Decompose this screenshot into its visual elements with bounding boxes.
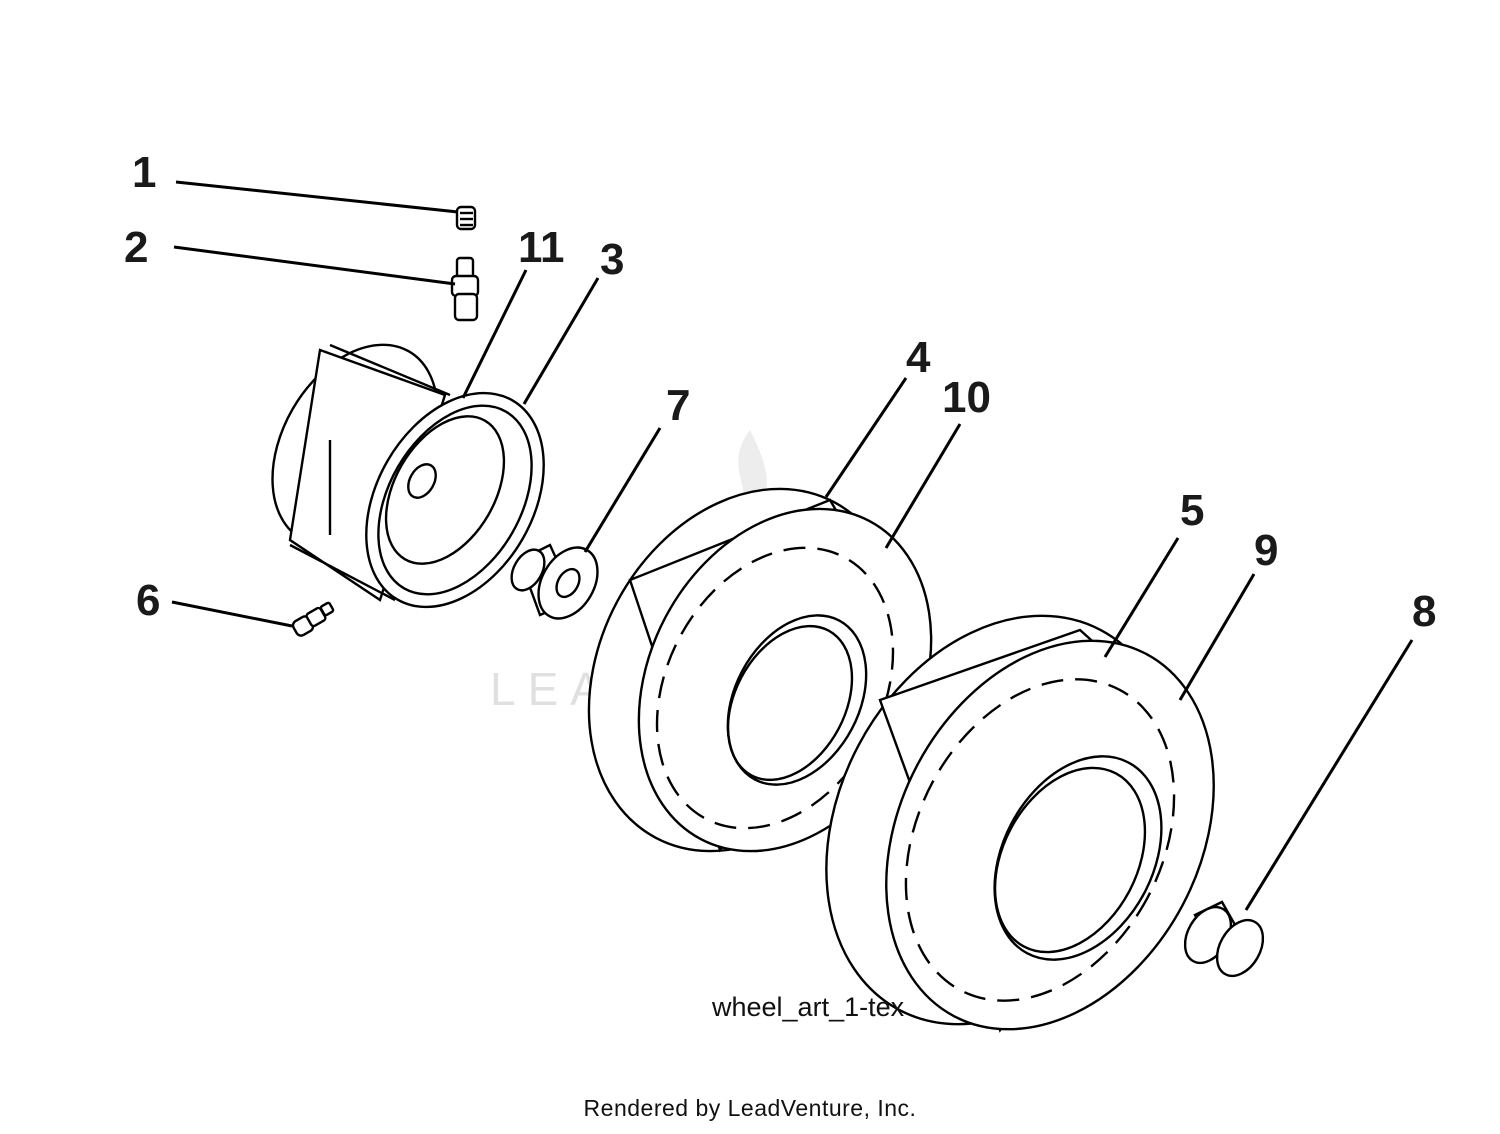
grease-fitting-part[interactable]: [291, 601, 335, 637]
callout-1[interactable]: 1: [132, 148, 156, 197]
render-credit: Rendered by LeadVenture, Inc.: [583, 1095, 917, 1121]
valve-cap-part[interactable]: [455, 205, 477, 231]
callout-4[interactable]: 4: [906, 333, 931, 382]
diagram-caption: wheel_art_1-tex: [712, 992, 905, 1022]
callout-10[interactable]: 10: [942, 373, 991, 422]
bushing-part[interactable]: [505, 537, 610, 629]
callout-labels: 1 2 3 4 5 6 7 8 9 10 11: [124, 148, 1436, 636]
callout-11[interactable]: 11: [518, 223, 565, 272]
callout-2[interactable]: 2: [124, 223, 148, 272]
callout-5[interactable]: 5: [1180, 486, 1204, 535]
rear-tire-part[interactable]: [758, 555, 1279, 1086]
callout-6[interactable]: 6: [136, 576, 160, 625]
rim-part[interactable]: [239, 315, 580, 638]
callout-7[interactable]: 7: [666, 381, 690, 430]
callout-3[interactable]: 3: [600, 235, 624, 284]
valve-stem-part[interactable]: [450, 256, 480, 322]
hub-cap-part[interactable]: [1176, 899, 1273, 984]
front-tire-part[interactable]: [528, 434, 989, 906]
callout-9[interactable]: 9: [1254, 526, 1278, 575]
callout-8[interactable]: 8: [1412, 587, 1436, 636]
leader-lines: [171, 180, 1414, 911]
